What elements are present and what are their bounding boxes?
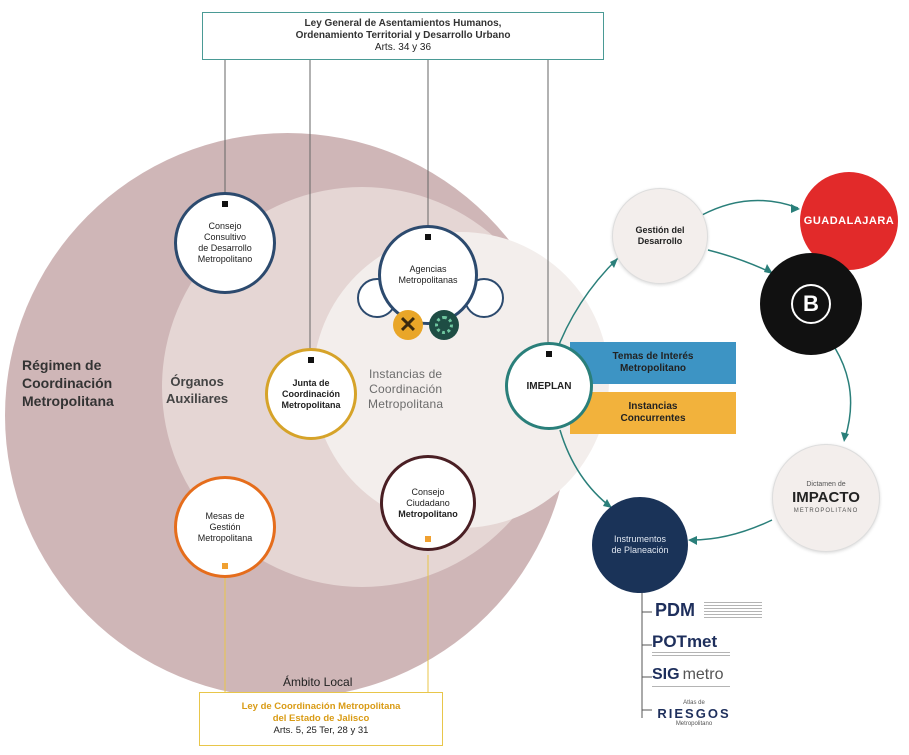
- node-text: Coordinación: [282, 388, 340, 399]
- square-marker: [546, 351, 552, 357]
- bar-text: Instancias: [628, 401, 678, 412]
- ley-general-line1: Ley General de Asentamientos Humanos,: [304, 18, 502, 29]
- square-marker: [425, 234, 431, 240]
- instancias-line1: Instancias de: [369, 367, 443, 381]
- ley-general-box: Ley General de Asentamientos Humanos, Or…: [202, 12, 604, 60]
- node-text: Mesas de: [205, 510, 245, 521]
- square-marker: [222, 201, 228, 207]
- organos-label: Órganos Auxiliares: [166, 373, 228, 407]
- ley-coord-line1: Ley de Coordinación Metropolitana: [241, 701, 401, 712]
- square-marker: [308, 357, 314, 363]
- square-marker-orange: [425, 536, 431, 542]
- node-text: Instrumentos: [613, 534, 667, 544]
- ley-general-line2: Ordenamiento Territorial y Desarrollo Ur…: [295, 30, 511, 41]
- square-marker-orange: [222, 563, 228, 569]
- ley-coord-articles: Arts. 5, 25 Ter, 28 y 31: [273, 725, 369, 736]
- node-imeplan[interactable]: IMEPLAN: [505, 342, 593, 430]
- node-consejo-ciudadano[interactable]: Consejo Ciudadano Metropolitano: [380, 455, 476, 551]
- instancias-line3: Metropolitana: [368, 397, 444, 411]
- node-text: Metropolitano: [197, 254, 253, 264]
- ambito-local-label: Ámbito Local: [283, 675, 353, 689]
- impacto-sub-text: METROPOLITANO: [793, 508, 859, 514]
- ley-coordinacion-box: Ley de Coordinación Metropolitana del Es…: [199, 692, 443, 746]
- node-text: Metropolitano: [398, 508, 458, 519]
- sigmetro-fine-print: [652, 686, 730, 689]
- node-agencias[interactable]: Agencias Metropolitanas: [378, 225, 478, 325]
- node-text: de Desarrollo: [198, 243, 252, 253]
- imeplan-label: IMEPLAN: [526, 380, 572, 392]
- instancias-label: Instancias de Coordinación Metropolitana: [368, 367, 443, 412]
- node-text: Junta de: [292, 377, 330, 388]
- node-text: Metropolitanas: [398, 275, 458, 285]
- pdm-fine-print: [704, 602, 762, 618]
- agency-x-icon: ✕: [393, 310, 423, 340]
- logo-text: GUADALAJARA: [803, 215, 895, 227]
- instancias-concurrentes-bar[interactable]: Instancias Concurrentes: [570, 392, 736, 434]
- node-text: Consejo: [411, 486, 445, 497]
- regimen-line3: Metropolitana: [22, 393, 114, 409]
- potmet-logo: POTmet: [652, 632, 718, 651]
- b-letter-icon: B: [791, 284, 831, 324]
- node-text: Metropolitana: [281, 399, 341, 410]
- node-junta-coordinacion[interactable]: Junta de Coordinación Metropolitana: [265, 348, 357, 440]
- regimen-line1: Régimen de: [22, 357, 102, 373]
- bar-text: Metropolitano: [619, 363, 687, 374]
- riesgos-top: Atlas de: [683, 700, 705, 706]
- riesgos-main: RIESGOS: [657, 706, 731, 721]
- organos-line2: Auxiliares: [166, 391, 229, 406]
- riesgos-logo: Atlas de RIESGOS Metropolitano: [652, 700, 736, 728]
- bar-text: Temas de Interés: [612, 351, 694, 362]
- sigmetro-a: SIG: [652, 666, 680, 683]
- node-instrumentos-planeacion[interactable]: Instrumentos de Planeación: [592, 497, 688, 593]
- node-text: Gestión: [209, 521, 241, 532]
- node-consejo-consultivo[interactable]: Consejo Consultivo de Desarrollo Metropo…: [174, 192, 276, 294]
- node-text: Gestión del: [635, 225, 685, 235]
- agency-globe-icon: [429, 310, 459, 340]
- bar-text: Concurrentes: [620, 413, 686, 424]
- node-mesas-gestion[interactable]: Mesas de Gestión Metropolitana: [174, 476, 276, 578]
- organos-line1: Órganos: [170, 374, 224, 389]
- node-text: Ciudadano: [406, 497, 450, 508]
- impacto-main-text: IMPACTO: [792, 489, 860, 506]
- sigmetro-b: metro: [682, 666, 724, 683]
- node-text: Desarrollo: [637, 236, 683, 246]
- temas-interes-bar[interactable]: Temas de Interés Metropolitano: [570, 342, 736, 384]
- node-text: de Planeación: [611, 545, 669, 555]
- pdm-logo: PDM: [655, 600, 695, 620]
- b-logo: B: [760, 253, 862, 355]
- node-gestion-desarrollo[interactable]: Gestión del Desarrollo: [612, 188, 708, 284]
- riesgos-sub: Metropolitano: [675, 721, 713, 727]
- ley-coord-line2: del Estado de Jalisco: [272, 713, 370, 724]
- regimen-label: Régimen de Coordinación Metropolitana: [22, 356, 114, 410]
- guadalajara-logo: GUADALAJARA: [800, 172, 898, 270]
- instancias-line2: Coordinación: [369, 382, 443, 396]
- impacto-logo: Dictamen de IMPACTO METROPOLITANO: [772, 444, 880, 552]
- impacto-top-text: Dictamen de: [806, 481, 846, 488]
- node-text: Consejo: [208, 221, 242, 231]
- ley-general-articles: Arts. 34 y 36: [374, 42, 432, 53]
- node-text: Agencias: [409, 264, 447, 274]
- regimen-line2: Coordinación: [22, 375, 113, 391]
- node-text: Metropolitana: [197, 532, 253, 543]
- node-text: Consultivo: [203, 232, 247, 242]
- potmet-fine-print: [652, 652, 730, 656]
